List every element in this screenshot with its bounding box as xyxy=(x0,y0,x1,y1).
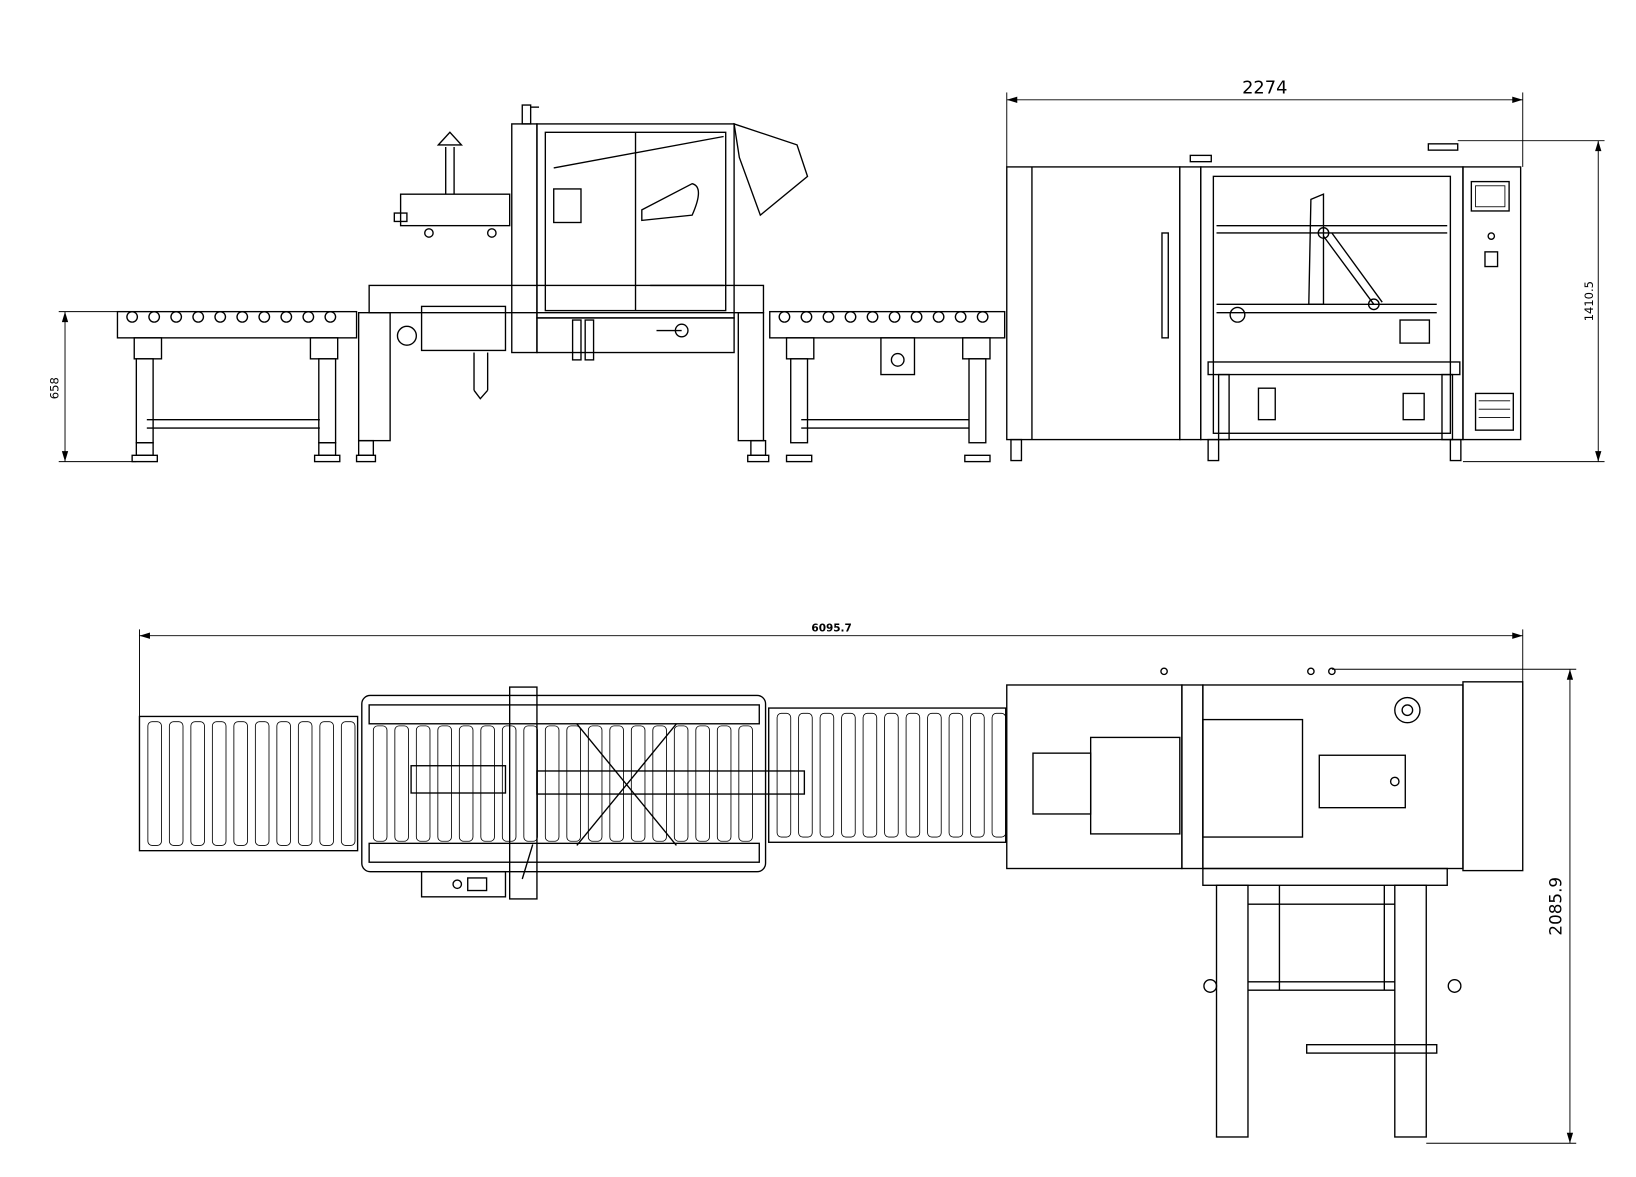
conveyor-slat xyxy=(970,712,985,838)
conveyor-slat xyxy=(652,725,667,842)
roller xyxy=(126,310,139,323)
dimension-conveyor-height: 658 xyxy=(48,311,137,463)
conveyor-slat xyxy=(254,721,270,846)
roller xyxy=(800,310,813,323)
conveyor-slat xyxy=(738,725,753,842)
conveyor-slat xyxy=(948,712,964,838)
case-erector xyxy=(1006,143,1522,462)
dimension-label: 6095.7 xyxy=(811,622,851,634)
conveyor-slat xyxy=(437,725,452,842)
conveyor-slat xyxy=(862,712,878,838)
roller xyxy=(866,310,879,323)
conveyor-slat xyxy=(233,721,248,846)
conveyor-slat xyxy=(905,712,921,838)
dimension-label: 2085.9 xyxy=(1546,877,1566,936)
conveyor-slat xyxy=(841,712,856,838)
roller xyxy=(324,310,337,323)
conveyor-slat xyxy=(415,725,431,842)
conveyor-slat xyxy=(190,721,205,846)
conveyor-slat xyxy=(630,725,646,842)
roller xyxy=(888,310,901,323)
dimension-total-length: 6095.7 xyxy=(139,622,1524,717)
dimension-label: 2274 xyxy=(1242,78,1287,99)
roller xyxy=(236,310,249,323)
carton-sealer xyxy=(355,104,809,463)
conveyor-slat xyxy=(776,712,792,838)
dimension-total-depth: 2085.9 xyxy=(1331,668,1577,1144)
top-plan-view: 6095.7 2085.9 xyxy=(138,622,1577,1144)
conveyor-slat xyxy=(523,725,538,842)
conveyor-slat xyxy=(716,725,732,842)
roller xyxy=(170,310,183,323)
roller xyxy=(844,310,857,323)
conveyor-slat xyxy=(927,712,942,838)
conveyor-slat xyxy=(394,725,409,842)
dimension-front-width: 2274 xyxy=(1006,78,1524,167)
conveyor-slat xyxy=(544,725,560,842)
roller xyxy=(258,310,271,323)
left-infeed-conveyor xyxy=(116,310,358,463)
case-erector-plan xyxy=(1006,667,1524,1138)
roller xyxy=(214,310,227,323)
conveyor-slat xyxy=(340,721,356,846)
roller xyxy=(822,310,835,323)
conveyor-slat xyxy=(319,721,334,846)
left-infeed-conveyor-plan xyxy=(138,715,359,852)
conveyor-slat xyxy=(587,725,603,842)
middle-conveyor xyxy=(769,310,1006,463)
roller xyxy=(302,310,315,323)
dimension-label: 1410.5 xyxy=(1582,281,1596,321)
roller xyxy=(932,310,945,323)
conveyor-slat xyxy=(609,725,624,842)
conveyor-slat xyxy=(819,712,835,838)
roller xyxy=(954,310,967,323)
carton-sealer-plan xyxy=(361,686,806,900)
roller xyxy=(192,310,205,323)
dimension-front-height: 1410.5 xyxy=(1457,140,1605,463)
conveyor-slat xyxy=(695,725,710,842)
conveyor-slat xyxy=(276,721,291,846)
conveyor-slat xyxy=(168,721,184,846)
conveyor-slat xyxy=(211,721,227,846)
conveyor-slat xyxy=(991,712,1007,838)
conveyor-slat xyxy=(458,725,474,842)
conveyor-slat xyxy=(372,725,388,842)
middle-conveyor-plan xyxy=(768,707,1007,843)
conveyor-slat xyxy=(884,712,899,838)
roller xyxy=(910,310,923,323)
conveyor-slat xyxy=(566,725,581,842)
conveyor-slat xyxy=(480,725,495,842)
dimension-label: 658 xyxy=(48,377,62,399)
roller xyxy=(976,310,989,323)
roller xyxy=(148,310,161,323)
front-elevation-view: 2274 1410.5 658 xyxy=(48,78,1605,463)
roller xyxy=(280,310,293,323)
conveyor-slat xyxy=(297,721,313,846)
conveyor-slat xyxy=(798,712,813,838)
conveyor-slat xyxy=(673,725,689,842)
conveyor-slat xyxy=(147,721,162,846)
roller xyxy=(778,310,791,323)
